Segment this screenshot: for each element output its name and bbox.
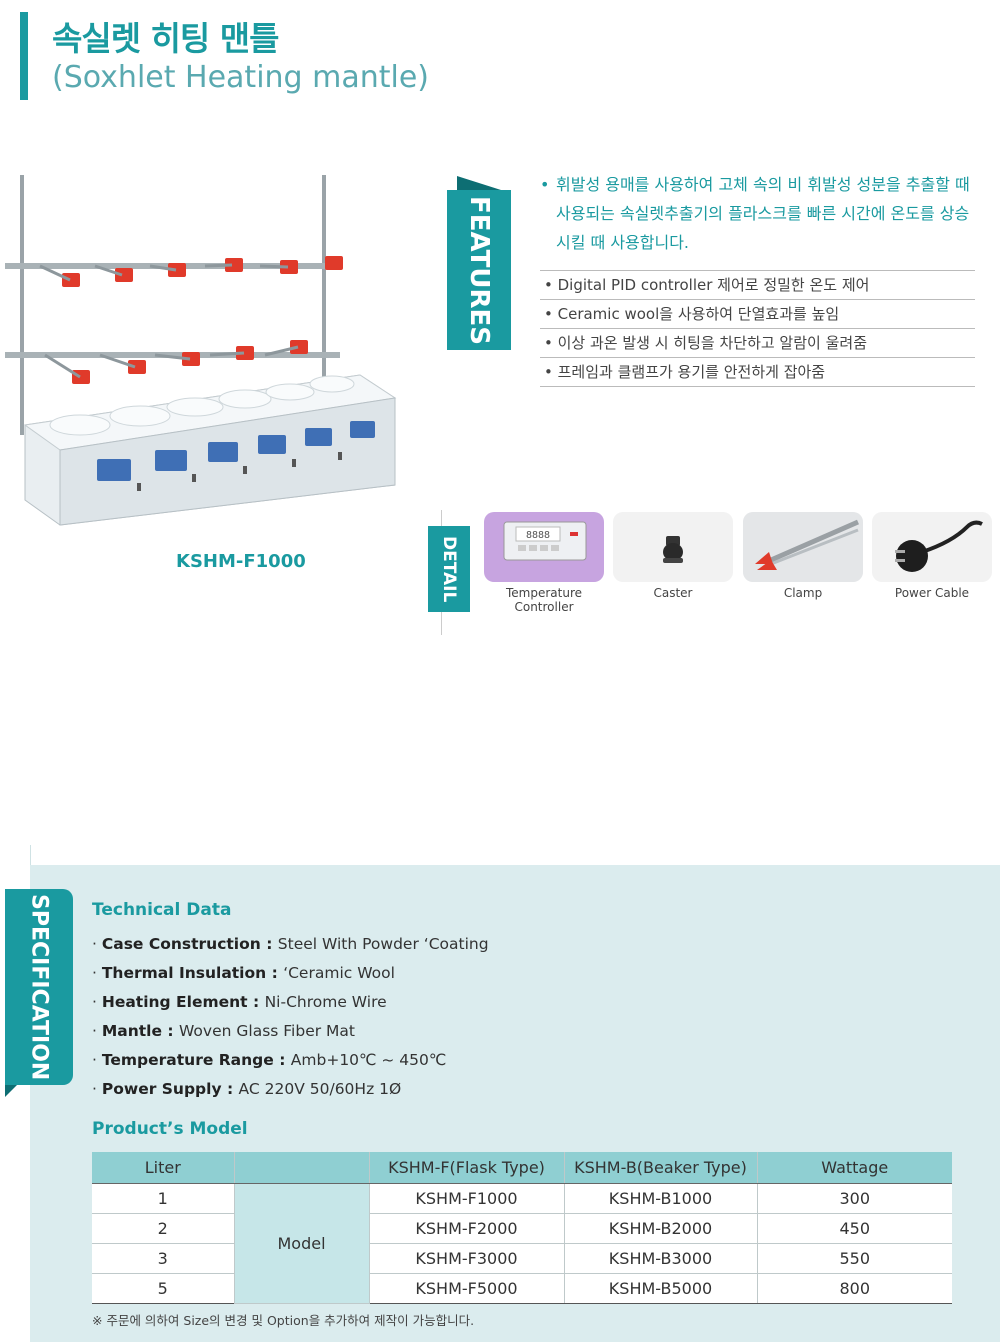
clamp-icon <box>743 512 863 582</box>
tech-item: Heating Element : Ni-Chrome Wire <box>92 988 489 1017</box>
cell-wattage: 450 <box>756 1213 952 1244</box>
header-liter: Liter <box>92 1152 234 1184</box>
features-list: Digital PID controller 제어로 정밀한 온도 제어 Cer… <box>540 270 975 387</box>
detail-label: Clamp <box>783 586 823 600</box>
cell-beaker: KSHM-B2000 <box>563 1213 757 1244</box>
cell-liter: 3 <box>92 1243 234 1274</box>
table-row: 1 Model KSHM-F1000 KSHM-B1000 300 <box>92 1183 952 1304</box>
lead-bullet: • <box>540 175 550 194</box>
header-wattage: Wattage <box>756 1152 952 1184</box>
tech-item: Power Supply : AC 220V 50/60Hz 1Ø <box>92 1075 489 1104</box>
product-photo <box>5 175 397 526</box>
detail-label: Caster <box>653 586 693 600</box>
cell-flask: KSHM-F1000 <box>368 1183 564 1214</box>
cell-beaker: KSHM-B3000 <box>563 1243 757 1274</box>
header-flask: KSHM-F(Flask Type) <box>368 1152 564 1184</box>
detail-clamp: Clamp <box>743 512 863 600</box>
header-model <box>233 1152 369 1184</box>
detail-tab-label: DETAIL <box>428 526 470 612</box>
cell-beaker: KSHM-B5000 <box>563 1273 757 1304</box>
order-note: ※ 주문에 의하여 Size의 변경 및 Option을 추가하여 제작이 가능… <box>92 1313 475 1328</box>
cell-model-label: Model <box>233 1183 369 1304</box>
cell-wattage: 300 <box>756 1183 952 1214</box>
table-row: 3 KSHM-F3000 KSHM-B3000 550 <box>92 1243 952 1274</box>
detail-label: Power Cable <box>894 586 970 600</box>
tech-item: Case Construction : Steel With Powder ‘C… <box>92 930 489 959</box>
cell-flask: KSHM-F3000 <box>368 1243 564 1274</box>
feature-item: Ceramic wool을 사용하여 단열효과를 높임 <box>540 300 975 329</box>
detail-label: Temperature Controller <box>505 586 582 614</box>
feature-item: Digital PID controller 제어로 정밀한 온도 제어 <box>540 271 975 300</box>
cell-liter: 1 <box>92 1183 234 1214</box>
features-tab-label: FEATURES <box>447 176 511 350</box>
cell-flask: KSHM-F5000 <box>368 1273 564 1304</box>
feature-item: 이상 과온 발생 시 히팅을 차단하고 알람이 울려줌 <box>540 329 975 358</box>
controller-display: 8888 <box>526 530 550 541</box>
product-model-heading: Product’s Model <box>92 1119 248 1139</box>
detail-temperature-controller: 8888 Temperature Controller <box>484 512 604 614</box>
cell-wattage: 550 <box>756 1243 952 1274</box>
page-title: 속실렛 히팅 맨틀 <box>52 19 279 58</box>
cell-flask: KSHM-F2000 <box>368 1213 564 1244</box>
header-beaker: KSHM-B(Beaker Type) <box>563 1152 757 1184</box>
technical-data-list: Case Construction : Steel With Powder ‘C… <box>92 930 489 1104</box>
cell-beaker: KSHM-B1000 <box>563 1183 757 1214</box>
cell-liter: 5 <box>92 1273 234 1304</box>
cell-liter: 2 <box>92 1213 234 1244</box>
feature-item: 프레임과 클램프가 용기를 안전하게 잡아줌 <box>540 358 975 387</box>
tech-item: Thermal Insulation : ‘Ceramic Wool <box>92 959 489 988</box>
detail-power-cable: Power Cable <box>872 512 992 600</box>
temperature-controller-icon: 8888 <box>484 512 604 582</box>
table-header-row: Liter KSHM-F(Flask Type) KSHM-B(Beaker T… <box>92 1152 952 1184</box>
title-accent-bar <box>20 12 28 100</box>
tech-item: Mantle : Woven Glass Fiber Mat <box>92 1017 489 1046</box>
cell-wattage: 800 <box>756 1273 952 1304</box>
caster-icon <box>613 512 733 582</box>
detail-caster: Caster <box>613 512 733 600</box>
power-cable-icon <box>872 512 992 582</box>
features-lead-text: 휘발성 용매를 사용하여 고체 속의 비 휘발성 성분을 추출할 때 사용되는 … <box>556 175 970 252</box>
page-subtitle: (Soxhlet Heating mantle) <box>52 60 430 95</box>
tech-item: Temperature Range : Amb+10℃ ~ 450℃ <box>92 1046 489 1075</box>
technical-data-heading: Technical Data <box>92 900 232 920</box>
table-row: 2 KSHM-F2000 KSHM-B2000 450 <box>92 1213 952 1244</box>
product-model-table: Liter KSHM-F(Flask Type) KSHM-B(Beaker T… <box>92 1152 952 1304</box>
product-model-caption: KSHM-F1000 <box>176 551 306 572</box>
specification-tab-label: SPECIFICATION <box>5 889 73 1097</box>
table-row: 5 KSHM-F5000 KSHM-B5000 800 <box>92 1273 952 1304</box>
features-lead: • 휘발성 용매를 사용하여 고체 속의 비 휘발성 성분을 추출할 때 사용되… <box>540 170 980 257</box>
